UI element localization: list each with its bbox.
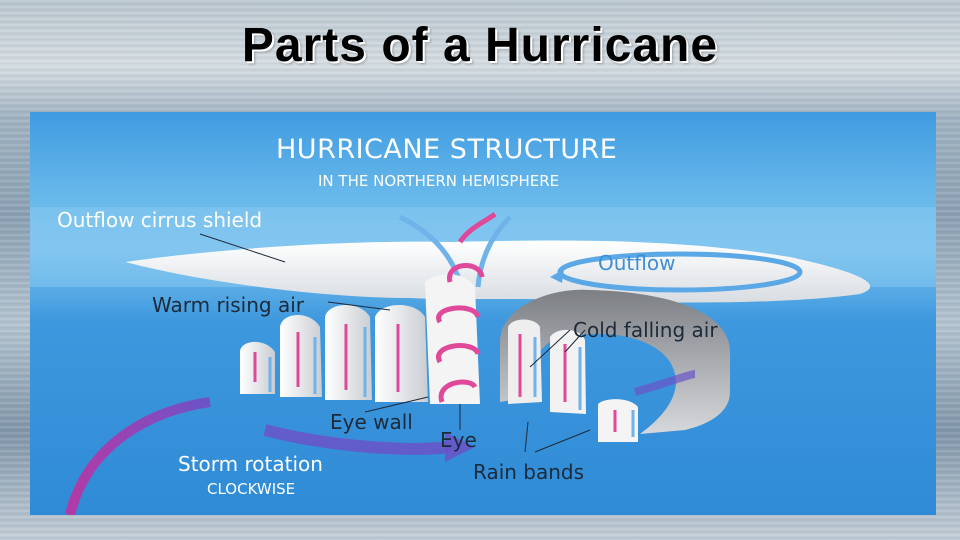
- storm-rotation-arrow-head: [445, 432, 475, 462]
- rain-band-right-1: [508, 319, 542, 404]
- label-eye-wall: Eye wall: [330, 410, 413, 434]
- eye-spiral-arrow: [436, 212, 497, 403]
- rain-band-right-2: [550, 329, 586, 414]
- label-outflow-cirrus-shield: Outflow cirrus shield: [57, 208, 263, 232]
- storm-rotation-arrow-outer: [65, 397, 211, 515]
- storm-rotation-arrow-inner: [263, 424, 451, 455]
- rain-band-left-4: [375, 304, 428, 402]
- rain-band-left-1: [240, 341, 275, 394]
- hurricane-illustration: [30, 207, 936, 515]
- label-storm-rotation: Storm rotation: [178, 452, 323, 476]
- diagram-subheading: IN THE NORTHERN HEMISPHERE: [318, 172, 560, 190]
- label-rotation-direction: CLOCKWISE: [207, 480, 296, 498]
- hurricane-diagram: HURRICANE STRUCTURE IN THE NORTHERN HEMI…: [30, 112, 936, 515]
- label-cold-falling-air: Cold falling air: [573, 318, 718, 342]
- slide-title: Parts of a Hurricane: [241, 19, 719, 72]
- label-leader-lines: [199, 233, 591, 453]
- warm-rising-arrows: [253, 324, 617, 432]
- cold-falling-arrows: [268, 327, 635, 437]
- outflow-arrow-head: [550, 269, 564, 283]
- diagram-heading: HURRICANE STRUCTURE: [276, 134, 618, 165]
- rain-band-right-3: [598, 399, 638, 442]
- label-rain-bands: Rain bands: [473, 460, 585, 484]
- label-eye: Eye: [440, 428, 477, 452]
- label-warm-rising-air: Warm rising air: [152, 293, 304, 317]
- storm-rotation-arrow-right: [633, 370, 696, 396]
- rain-band-left-2: [280, 314, 322, 397]
- outflow-upper-arrow-left: [398, 214, 463, 283]
- rain-band-right-arc: [500, 289, 730, 434]
- rain-band-left-3: [325, 304, 372, 400]
- outflow-upper-arrow-right: [475, 215, 512, 288]
- label-outflow: Outflow: [598, 251, 676, 275]
